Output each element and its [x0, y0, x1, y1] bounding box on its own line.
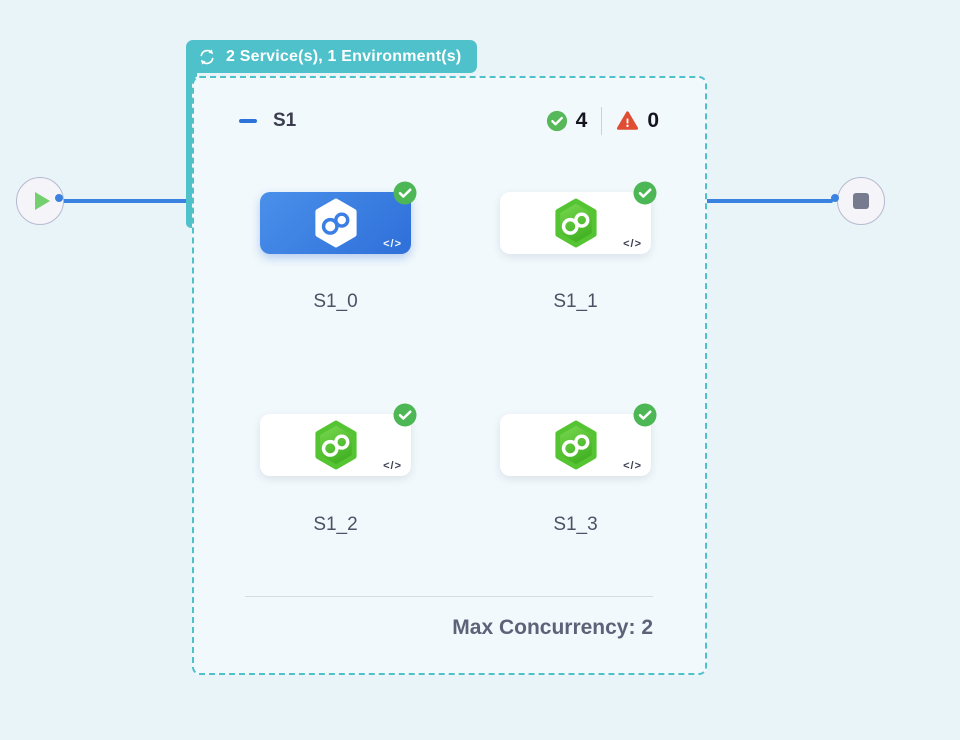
- code-icon: </>: [623, 238, 642, 250]
- connector-port-left[interactable]: [55, 194, 63, 202]
- loop-icon: [200, 48, 214, 65]
- service-label: S1_1: [553, 291, 598, 312]
- stage-title: S1: [273, 110, 297, 131]
- play-icon: [35, 192, 50, 210]
- service-label: S1_0: [313, 291, 358, 312]
- service-hexagon-icon: [314, 420, 357, 470]
- stage-badge-label: 2 Service(s), 1 Environment(s): [226, 47, 462, 65]
- service-card-s1-2[interactable]: </>: [260, 403, 417, 476]
- service-hexagon-icon: [554, 198, 597, 248]
- connector-port-right[interactable]: [831, 194, 839, 202]
- connector-line-left: [60, 199, 188, 203]
- error-count: 0: [647, 109, 659, 132]
- count-divider: [601, 107, 603, 135]
- service-hexagon-icon: [314, 198, 357, 248]
- stage-status-group: 4 0: [546, 107, 659, 135]
- service-label: S1_2: [313, 514, 358, 535]
- service-hexagon-icon: [554, 420, 597, 470]
- success-check-icon: [633, 403, 657, 427]
- stage-badge[interactable]: 2 Service(s), 1 Environment(s): [186, 40, 478, 73]
- service-card-s1-0[interactable]: </>: [260, 181, 417, 254]
- stage-panel: S1 4 0: [192, 76, 707, 675]
- max-concurrency-label: Max Concurrency: 2: [452, 616, 653, 639]
- warning-triangle-icon: [617, 111, 639, 130]
- code-icon: </>: [623, 460, 642, 472]
- stage-header: S1 4 0: [239, 106, 659, 136]
- service-card-s1-1[interactable]: </>: [500, 181, 657, 254]
- footer-divider: [245, 596, 653, 597]
- code-icon: </>: [383, 460, 402, 472]
- stage-tab-strip: [186, 60, 197, 228]
- success-check-icon: [393, 181, 417, 205]
- collapse-minus-icon[interactable]: [239, 119, 257, 123]
- stop-icon: [853, 193, 869, 209]
- connector-line-right: [705, 199, 833, 203]
- success-check-icon: [393, 403, 417, 427]
- service-card-s1-3[interactable]: </>: [500, 403, 657, 476]
- check-circle-icon: [546, 110, 567, 132]
- service-label: S1_3: [553, 514, 598, 535]
- code-icon: </>: [383, 238, 402, 250]
- success-check-icon: [633, 181, 657, 205]
- success-count: 4: [575, 109, 588, 132]
- end-node[interactable]: [837, 177, 885, 225]
